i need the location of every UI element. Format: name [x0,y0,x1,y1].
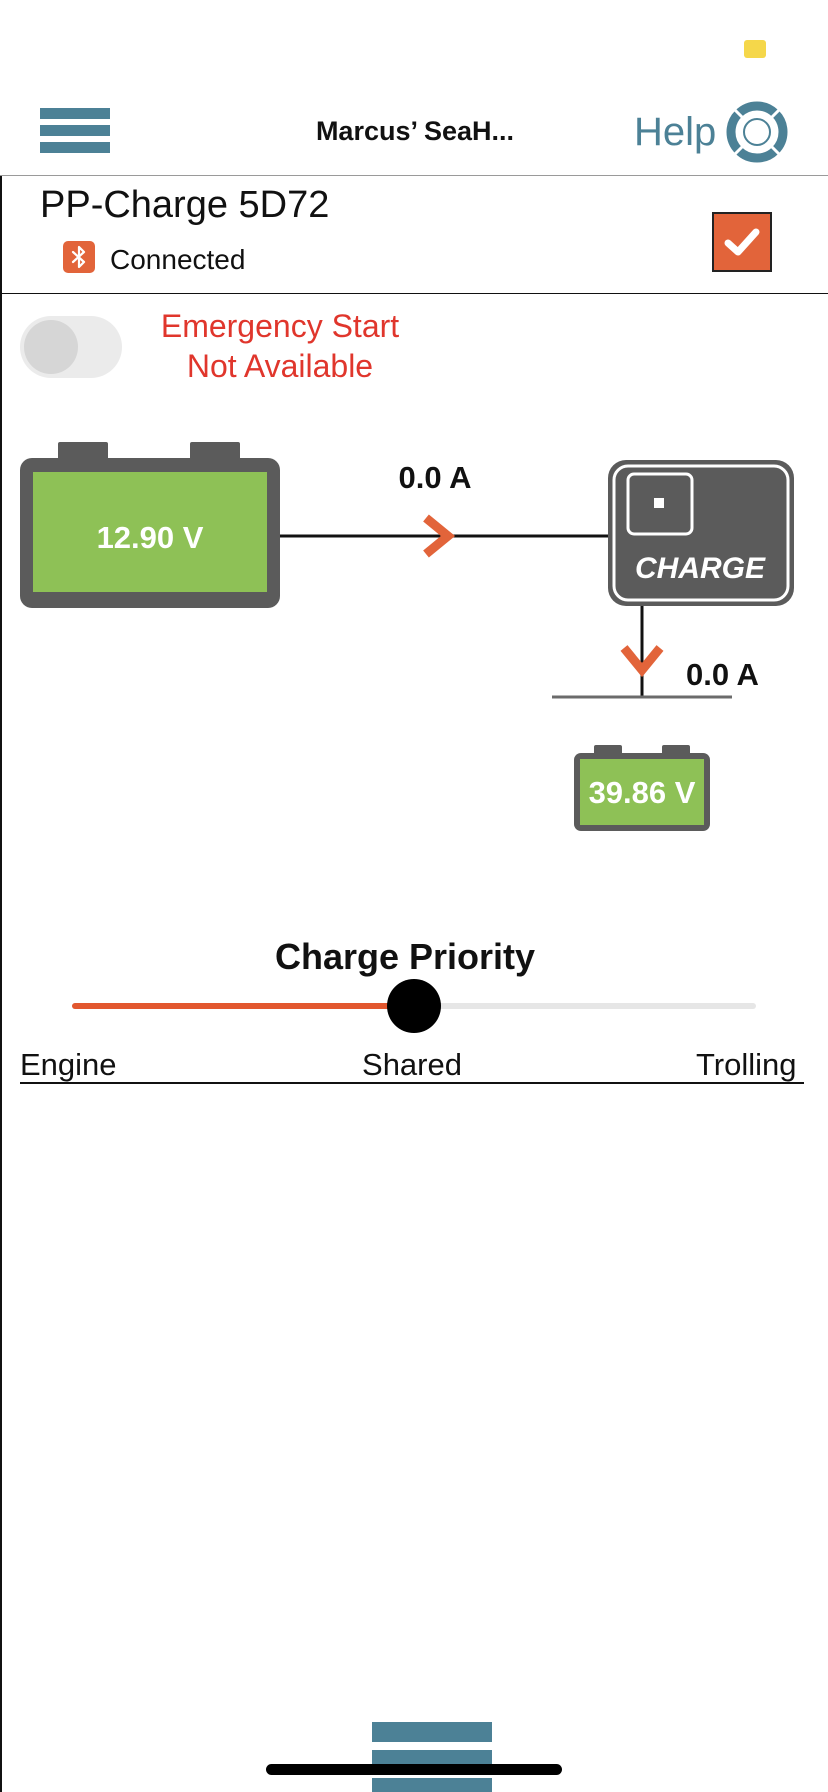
toggle-knob [24,320,78,374]
emergency-start-toggle[interactable] [20,316,122,378]
charger-icon: CHARGE [608,460,794,606]
device-select-checkbox[interactable] [712,212,772,272]
power-flow-graphic: CHARGE [20,442,794,831]
slider-fill [72,1003,414,1009]
flow-arrow-down-icon [620,645,664,678]
charge-priority-slider[interactable] [72,979,756,1033]
secondary-battery-icon [574,745,710,831]
device-name: PP-Charge 5D72 [40,184,330,226]
app-header: Marcus’ SeaH... Help [0,86,828,176]
secondary-current-reading: 0.0 A [686,657,759,692]
priority-divider [20,1082,804,1084]
page-title: Marcus’ SeaH... [315,116,515,146]
priority-option-trolling[interactable]: Trolling [696,1047,797,1082]
emergency-start-label: Emergency Start [160,308,400,344]
home-indicator [266,1764,562,1775]
charger-label: CHARGE [635,552,766,585]
main-battery-icon [20,442,280,608]
charge-priority-title: Charge Priority [274,936,536,977]
status-indicator [744,40,766,58]
flow-arrow-right-icon [423,514,456,558]
secondary-battery-voltage: 39.86 V [588,775,696,810]
left-border [0,176,2,1792]
lifebuoy-icon [726,101,788,163]
menu-icon[interactable] [40,108,110,154]
emergency-status-label: Not Available [186,348,374,384]
bluetooth-icon [63,241,95,273]
main-battery-voltage: 12.90 V [96,520,204,555]
power-flow-diagram: CHARGE 12.90 V 0.0 A 0.0 A 39.86 V [0,420,828,845]
device-row[interactable]: PP-Charge 5D72 Connected [0,176,828,294]
main-current-reading: 0.0 A [398,460,472,495]
help-button[interactable]: Help [634,100,788,164]
priority-option-shared[interactable]: Shared [362,1047,462,1082]
priority-option-engine[interactable]: Engine [20,1047,117,1082]
slider-thumb[interactable] [387,979,441,1033]
help-label: Help [634,109,717,154]
checkmark-icon [724,228,760,256]
bottom-menu-icon[interactable] [372,1722,492,1792]
connection-status: Connected [110,244,246,275]
